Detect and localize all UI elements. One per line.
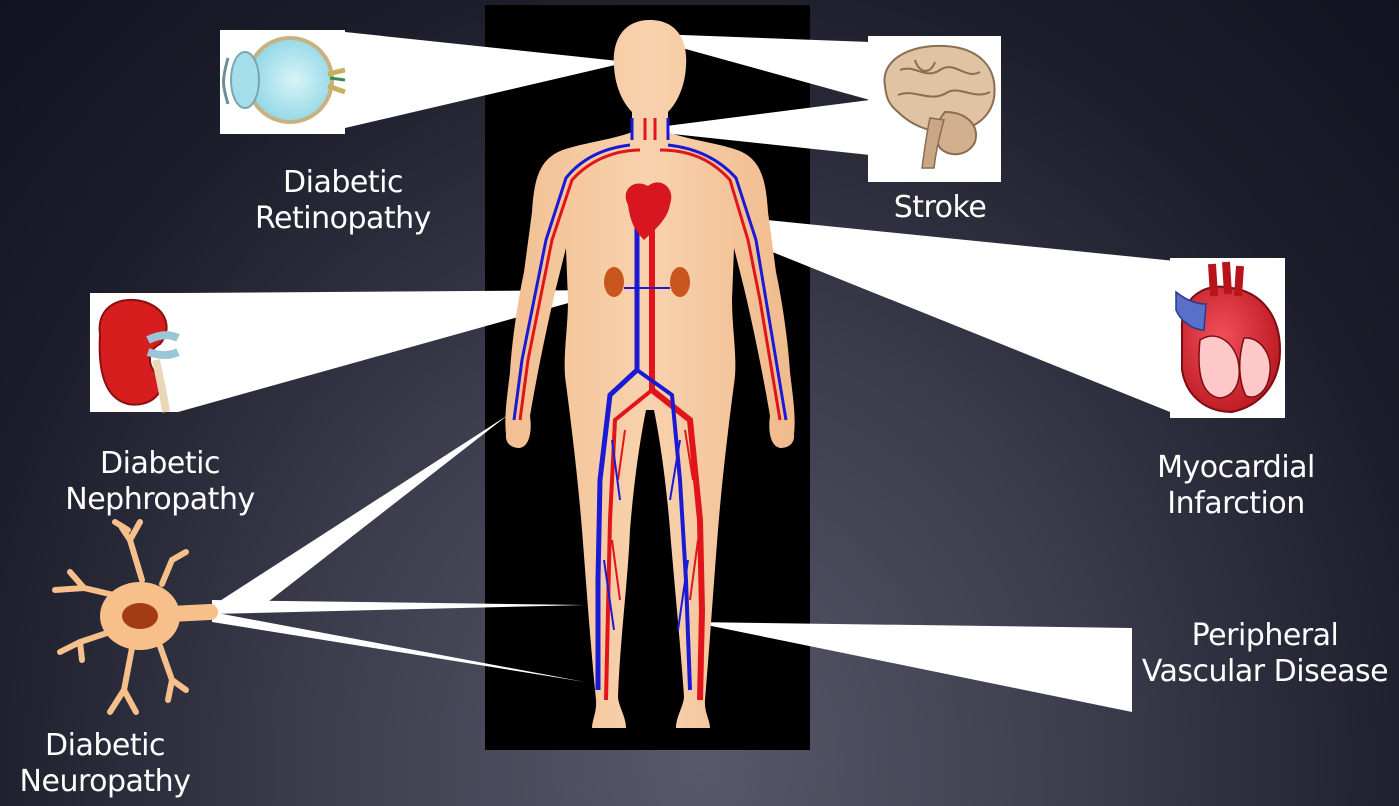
kidney-icon [90, 293, 178, 412]
body-kidney-left [604, 267, 624, 297]
label-stroke: Stroke [880, 190, 1000, 226]
brain-icon [868, 36, 1001, 182]
neuron-icon [55, 522, 210, 712]
eye-icon [220, 30, 345, 134]
heart-anatomy-icon [1170, 258, 1285, 418]
body-kidney-right [670, 267, 690, 297]
